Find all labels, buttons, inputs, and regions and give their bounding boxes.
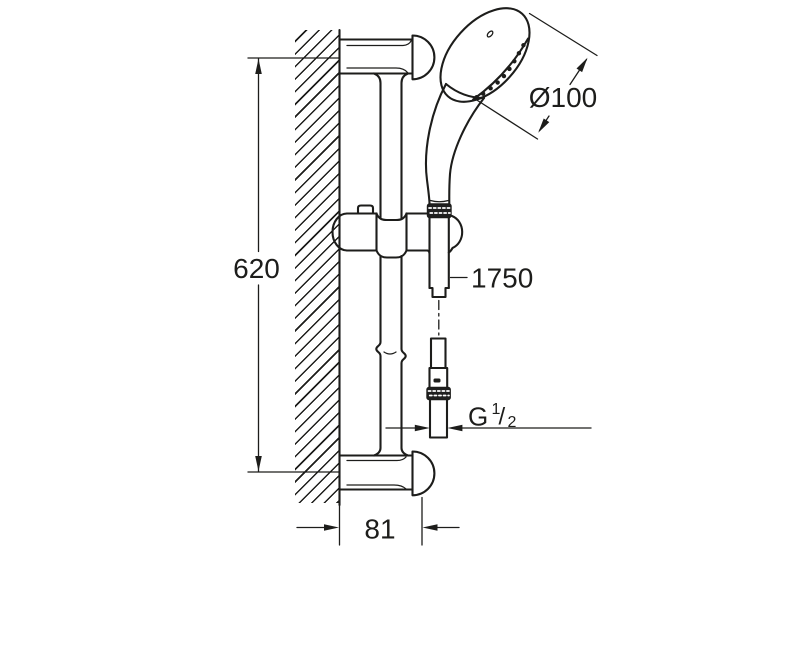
dimension-thread bbox=[385, 424, 592, 432]
wall-hatch bbox=[295, 30, 339, 503]
arrow-right bbox=[414, 424, 430, 432]
slider-middle-top bbox=[375, 212, 408, 222]
dim-620-label: 620 bbox=[233, 253, 280, 284]
arrow-upper bbox=[576, 57, 588, 73]
dim-diameter-label: Ø100 bbox=[529, 82, 598, 113]
handle-right-edge bbox=[448, 96, 486, 206]
rail-break-mark bbox=[383, 351, 397, 355]
hose-connector bbox=[426, 337, 451, 439]
arrow-left bbox=[447, 424, 463, 432]
arrow-lower bbox=[538, 118, 550, 133]
shower-head bbox=[439, 7, 531, 103]
dim-thread-label-g: G bbox=[468, 402, 488, 432]
top-wall-bracket bbox=[338, 34, 436, 81]
bracket-end-cap bbox=[411, 450, 436, 497]
dim-hose-length-label: 1750 bbox=[471, 263, 533, 294]
rail-right-edge-with-break bbox=[400, 254, 410, 457]
slider-holder bbox=[331, 204, 464, 259]
slider-middle-bottom bbox=[375, 249, 408, 259]
dim-offset-label: 81 bbox=[364, 514, 395, 545]
arrow-down bbox=[255, 456, 262, 472]
shower-hose bbox=[426, 216, 451, 439]
connector-detail bbox=[433, 378, 441, 383]
rail-left-edge-with-break bbox=[372, 254, 382, 457]
thread-outlet bbox=[428, 398, 449, 439]
head-handle-joint bbox=[444, 82, 486, 100]
slider-right-cap bbox=[447, 214, 464, 254]
spray-face-dots bbox=[474, 42, 526, 100]
pivot-hole bbox=[486, 30, 494, 38]
drawing-art bbox=[247, 7, 598, 546]
bracket-end-cap bbox=[411, 34, 436, 81]
handle-knurled-nut bbox=[426, 203, 452, 219]
arrow-left bbox=[422, 524, 438, 531]
dim-thread-label-slash: / bbox=[499, 404, 506, 431]
dimension-offset bbox=[296, 496, 460, 546]
handle-left-edge bbox=[424, 82, 448, 206]
arrow-right bbox=[324, 524, 339, 531]
connector-knurled-nut bbox=[426, 386, 451, 401]
bottom-wall-bracket bbox=[338, 450, 436, 497]
dim-thread-label-numerator: 1 bbox=[492, 401, 501, 418]
hand-shower bbox=[424, 7, 531, 219]
dim-thread-label-denominator: 2 bbox=[508, 414, 517, 431]
arrow-up bbox=[255, 58, 262, 74]
dimension-620 bbox=[247, 57, 340, 473]
clamp-knob bbox=[356, 204, 375, 215]
slider-left-cap bbox=[331, 212, 349, 252]
hose-end-step bbox=[428, 286, 450, 299]
shower-rail bbox=[372, 72, 410, 457]
dimension-diameter bbox=[475, 12, 598, 140]
